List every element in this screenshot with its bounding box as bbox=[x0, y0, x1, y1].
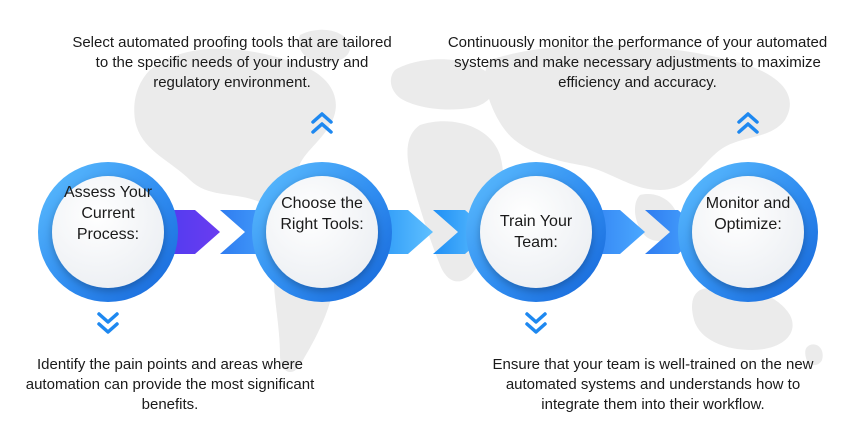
step-circle-4 bbox=[678, 162, 818, 302]
step-description-choose-tools: Select automated proofing tools that are… bbox=[72, 34, 392, 91]
step-label-monitor: Monitor and Optimize: bbox=[705, 195, 791, 233]
step-circle-1 bbox=[38, 162, 178, 302]
step-circle-2 bbox=[252, 162, 392, 302]
step-description-assess: Identify the pain points and areas where… bbox=[25, 356, 315, 413]
chevrons-up-icon bbox=[311, 112, 333, 134]
step-description-monitor: Continuously monitor the performance of … bbox=[447, 34, 828, 91]
step-circle-3 bbox=[466, 162, 606, 302]
chevrons-down-icon bbox=[525, 312, 547, 334]
chevrons-down-icon bbox=[97, 312, 119, 334]
step-label-choose-tools: Choose the Right Tools: bbox=[280, 195, 364, 233]
step-label-train-team: Train Your Team: bbox=[499, 213, 573, 251]
step-description-train-team: Ensure that your team is well-trained on… bbox=[492, 356, 814, 413]
chevrons-up-icon bbox=[737, 112, 759, 134]
step-label-assess: Assess Your Current Process: bbox=[63, 184, 153, 243]
